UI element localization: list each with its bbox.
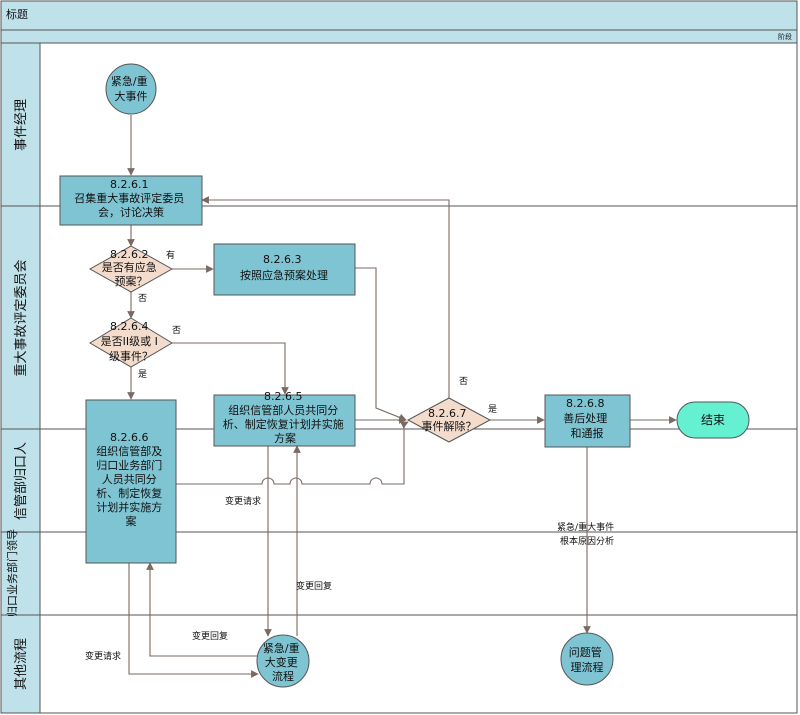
start-line-1: 紧急/重 <box>111 74 148 88</box>
phase-label: 阶段 <box>778 32 792 41</box>
n8261-line-3: 会，讨论决策 <box>98 205 164 219</box>
process-8261[interactable]: 8.2.6.1 召集重大事故评定委员 会，讨论决策 <box>59 175 203 226</box>
n8265-line-3: 析、制定恢复计划并实施 <box>223 417 344 431</box>
phase-bar <box>0 29 798 44</box>
change-line-3: 流程 <box>272 669 294 683</box>
label-change-request-2: 变更请求 <box>85 650 121 662</box>
n8265-line-2: 组织信管部人员共同分 <box>228 403 338 417</box>
start-event[interactable]: 紧急/重 大事件 <box>105 63 157 115</box>
n8262-line-3: 预案？ <box>115 274 148 288</box>
nodes: 紧急/重 大事件 8.2.6.1 召集重大事故评定委员 会，讨论决策 8.2.6… <box>59 63 750 688</box>
svg-text:紧急/重 大事件: 紧急/重 大事件 <box>111 74 151 103</box>
n8266-line-5: 析、制定恢复 <box>96 486 162 500</box>
n8268-line-3: 和通报 <box>571 426 604 440</box>
svg-text:8.2.6.8 善后处理 和: 8.2.6.8 善后处理 和通报 <box>563 397 611 440</box>
n8262-line-1: 8.2.6.2 <box>110 248 148 261</box>
label-fou-2: 否 <box>172 325 181 336</box>
label-root-cause-line-2: 根本原因分析 <box>560 535 614 547</box>
svg-text:8.2.6.5 组织信管部人员共同分: 8.2.6.5 组织信管部人员共同分 析、制定恢复计划并实施 方案 <box>223 390 348 445</box>
change-process-circle[interactable]: 紧急/重 大变更 流程 <box>256 634 310 688</box>
n8266-line-6: 计划并实施方 <box>96 500 162 514</box>
label-you: 有 <box>166 249 175 261</box>
n8268-line-2: 善后处理 <box>563 411 607 425</box>
svg-text:8.2.6.4 是否II级或 I: 8.2.6.4 是否II级或 I 级事件？ <box>101 320 162 363</box>
problem-process-circle[interactable]: 问题管 理流程 <box>560 632 614 686</box>
edge-8266-to-change <box>128 563 259 678</box>
n8266-line-4: 人员共同分 <box>102 473 157 486</box>
problem-line-1: 问题管 <box>569 645 602 659</box>
decision-8267[interactable]: 8.2.6.7 事件解除？ <box>406 397 492 443</box>
n8264-line-2: 是否II级或 I <box>101 335 158 348</box>
process-8266[interactable]: 8.2.6.6 组织信管部及 归口业务部门 人员共同分 析、制定恢复 计划并实施… <box>85 399 177 564</box>
svg-text:结束: 结束 <box>701 413 725 427</box>
change-line-2: 大变更 <box>265 655 298 669</box>
edge-8267-to-8261 <box>201 196 450 398</box>
n8261-line-1: 8.2.6.1 <box>110 178 148 191</box>
decision-8264[interactable]: 8.2.6.4 是否II级或 I 级事件？ <box>89 317 173 368</box>
lane-label-committee: 重大事故评定委员会 <box>13 259 29 376</box>
connectors <box>127 115 677 678</box>
diagram-title: 标题 <box>6 7 28 21</box>
n8262-line-2: 是否有应急 <box>102 260 157 274</box>
svg-text:紧急/重 大变更 流程: 紧急/重 大变更 流程 <box>263 641 303 683</box>
svg-text:8.2.6.3 按照应急预案处理: 8.2.6.3 按照应急预案处理 <box>240 253 328 282</box>
label-change-reply-1: 变更回复 <box>296 580 332 592</box>
edge-labels: 有 否 否 是 否 是 变更请求 变更回复 变更回复 变更请求 紧急/重大事件 … <box>85 249 617 662</box>
label-shi-2: 是 <box>488 404 497 415</box>
label-change-reply-2: 变更回复 <box>192 630 228 642</box>
process-8265[interactable]: 8.2.6.5 组织信管部人员共同分 析、制定恢复计划并实施 方案 <box>213 390 356 447</box>
change-line-1: 紧急/重 <box>263 641 300 655</box>
lane-label-other: 其他流程 <box>14 638 29 690</box>
n8263-line-2: 按照应急预案处理 <box>240 268 328 282</box>
n8264-line-1: 8.2.6.4 <box>110 320 148 333</box>
process-8268[interactable]: 8.2.6.8 善后处理 和通报 <box>544 394 631 448</box>
label-fou-3: 否 <box>459 376 468 387</box>
problem-line-2: 理流程 <box>571 660 604 674</box>
end-label: 结束 <box>701 413 725 427</box>
label-shi-1: 是 <box>138 369 147 380</box>
label-fou-1: 否 <box>138 293 147 304</box>
n8265-line-1: 8.2.6.5 <box>264 390 302 403</box>
n8266-line-7: 案 <box>126 514 137 528</box>
lane-label-dept-leader-line1: 归口业务部门领导 <box>5 529 19 617</box>
decision-8262[interactable]: 8.2.6.2 是否有应急 预案？ <box>88 245 174 293</box>
n8267-line-1: 8.2.6.7 <box>428 407 466 420</box>
process-8263[interactable]: 8.2.6.3 按照应急预案处理 <box>213 243 356 296</box>
label-root-cause-line-1: 紧急/重大事件 <box>557 521 614 533</box>
start-line-2: 大事件 <box>115 89 148 103</box>
edge-8264-to-8265 <box>172 342 289 395</box>
svg-text:紧急/重大事件 根本原因分析: 紧急/重大事件 根本原因分析 <box>557 521 617 547</box>
lane-label-it-contact: 信管部归口人 <box>14 442 29 520</box>
svg-text:8.2.6.2 是否有应急: 8.2.6.2 是否有应急 预案？ <box>102 248 161 288</box>
label-change-request-1: 变更请求 <box>225 495 261 507</box>
n8263-line-1: 8.2.6.3 <box>263 253 301 266</box>
svg-text:8.2.6.1 召集重大事故评定委员: 8.2.6.1 召集重大事故评定委员 会，讨论决策 <box>74 178 188 219</box>
n8265-line-4: 方案 <box>274 431 296 445</box>
svg-text:问题管 理流程: 问题管 理流程 <box>569 645 606 674</box>
n8261-line-2: 召集重大事故评定委员 <box>74 191 184 205</box>
lane-headers: 事件经理 重大事故评定委员会 信管部归口人 归口业务部门领导 其他流程 <box>0 42 797 714</box>
svg-text:8.2.6.7 事件解除？: 8.2.6.7 事件解除？ <box>422 407 477 433</box>
svg-text:8.2.6.6 组织信管部及: 8.2.6.6 组织信管部及 归口业务部门 人员共同分 析、制定恢复 计划并实施… <box>96 431 166 528</box>
n8266-line-1: 8.2.6.6 <box>110 431 148 444</box>
n8266-line-2: 组织信管部及 <box>96 444 162 458</box>
lane-label-event-manager: 事件经理 <box>14 99 29 151</box>
title-bar <box>0 0 798 31</box>
n8267-line-2: 事件解除？ <box>422 419 477 433</box>
end-terminal[interactable]: 结束 <box>676 401 750 439</box>
n8266-line-3: 归口业务部门 <box>96 458 162 472</box>
n8268-line-1: 8.2.6.8 <box>566 397 604 410</box>
n8264-line-3: 级事件？ <box>109 350 153 363</box>
edge-change-to-8266 <box>146 562 262 657</box>
edge-8263-to-8267 <box>355 267 407 422</box>
